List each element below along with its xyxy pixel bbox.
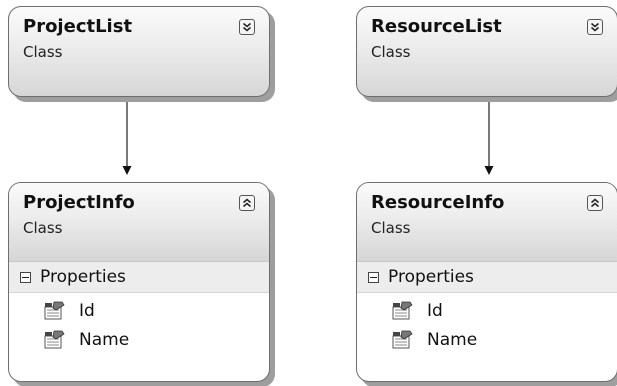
resourceinfo-shape[interactable]: ResourceInfo Class Properties Id Name	[356, 182, 617, 382]
properties-compartment[interactable]: Properties	[9, 261, 269, 293]
projectlist-shape[interactable]: ProjectList Class	[8, 6, 270, 97]
property-row[interactable]: Name	[9, 327, 269, 356]
collapse-compartment-icon[interactable]	[368, 272, 379, 283]
property-name: Name	[79, 330, 130, 350]
double-chevron-down-icon[interactable]	[587, 19, 603, 35]
property-name: Id	[79, 301, 95, 321]
projectinfo-header: ProjectInfo Class	[9, 183, 269, 261]
resourceinfo-header: ResourceInfo Class	[357, 183, 617, 261]
property-row[interactable]: Id	[357, 298, 617, 327]
double-chevron-up-icon[interactable]	[587, 195, 603, 211]
resourcelist-header: ResourceList Class	[357, 7, 617, 96]
shape-title: ProjectInfo	[23, 192, 135, 213]
collapse-compartment-icon[interactable]	[20, 272, 31, 283]
shape-stereotype: Class	[23, 43, 63, 61]
double-chevron-down-icon[interactable]	[239, 19, 255, 35]
property-icon	[392, 330, 413, 349]
projectlist-header: ProjectList Class	[9, 7, 269, 96]
properties-compartment[interactable]: Properties	[357, 261, 617, 293]
shape-title: ProjectList	[23, 16, 133, 37]
property-name: Id	[427, 301, 443, 321]
shape-title: ResourceInfo	[371, 192, 505, 213]
resourcelist-shape[interactable]: ResourceList Class	[356, 6, 617, 97]
projectinfo-shape[interactable]: ProjectInfo Class Properties Id Name	[8, 182, 270, 382]
shape-title: ResourceList	[371, 16, 502, 37]
compartment-label: Properties	[388, 267, 474, 287]
property-icon	[44, 330, 65, 349]
connector-projectlist-projectinfo[interactable]	[122, 99, 132, 175]
double-chevron-up-icon[interactable]	[239, 195, 255, 211]
connector-resourcelist-resourceinfo[interactable]	[484, 99, 494, 175]
shape-stereotype: Class	[23, 219, 63, 237]
property-row[interactable]: Name	[357, 327, 617, 356]
property-icon	[392, 301, 413, 320]
compartment-label: Properties	[40, 267, 126, 287]
shape-stereotype: Class	[371, 219, 411, 237]
property-row[interactable]: Id	[9, 298, 269, 327]
property-name: Name	[427, 330, 478, 350]
property-icon	[44, 301, 65, 320]
shape-stereotype: Class	[371, 43, 411, 61]
